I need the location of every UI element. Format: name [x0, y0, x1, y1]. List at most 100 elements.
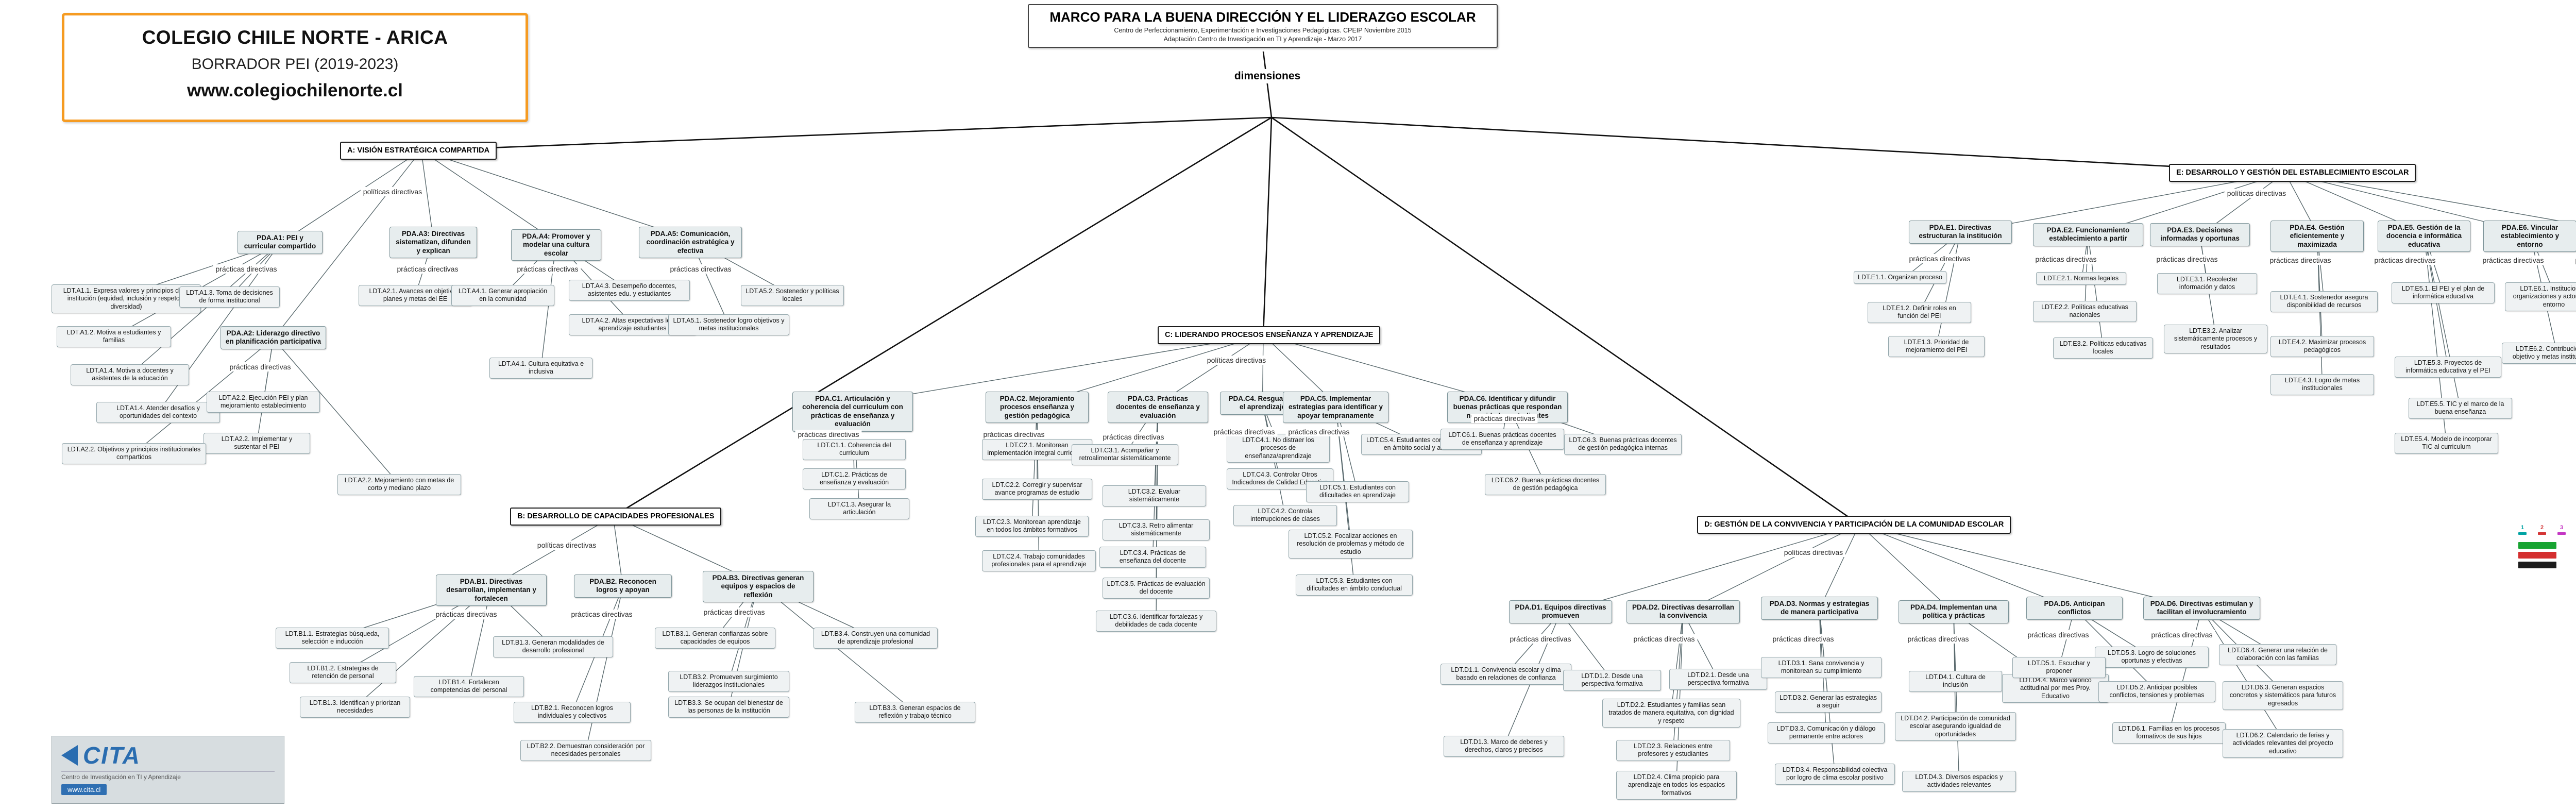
practice-node: LDT.C2.4. Trabajo comunidades profesiona… [982, 550, 1096, 571]
practice-node: LDT.C1.2. Prácticas de enseñanza y evalu… [803, 468, 906, 489]
policies-branch-label: políticas directivas [534, 540, 599, 550]
practice-node: LDT.A5.2. Sostenedor y políticas locales [741, 285, 844, 306]
practice-node: LDT.C5.2. Focalizar acciones en resoluci… [1289, 530, 1413, 559]
practice-node: LDT.A1.2. Motiva a estudiantes y familia… [57, 326, 171, 347]
practice-node: LDT.A1.1. Expresa valores y principios d… [52, 284, 201, 313]
practice-node: LDT.D6.1. Familias en los procesos forma… [2112, 722, 2226, 744]
practice-node: LDT.B1.4. Fortalecen competencias del pe… [414, 676, 524, 697]
dimension-node: A: VISIÓN ESTRATÉGICA COMPARTIDA [340, 142, 497, 160]
practice-node: LDT.C4.1. No distraer los procesos de en… [1227, 434, 1330, 463]
practice-node: LDT.C5.1. Estudiantes con dificultades e… [1306, 481, 1409, 502]
policy-node: PDA.A5: Comunicación, coordinación estra… [639, 227, 742, 259]
practices-branch-label: prácticas directivas [1906, 254, 1973, 263]
dimension-node: E: DESARROLLO Y GESTIÓN DEL ESTABLECIMIE… [2169, 164, 2416, 182]
policy-node: PDA.C3. Prácticas docentes de enseñanza … [1108, 392, 1208, 424]
practice-node: LDT.E3.2. Políticas educativas locales [2053, 337, 2153, 359]
footer-logo-panel: CITA Centro de Investigación en TI y Apr… [52, 736, 284, 804]
practices-branch-label: prácticas directivas [1100, 432, 1167, 442]
practice-node: LDT.E5.5. TIC y el marco de la buena ens… [2409, 398, 2512, 419]
practice-node: LDT.A2.2. Objetivos y principios institu… [62, 443, 206, 464]
practice-node: LDT.B3.4. Construyen una comunidad de ap… [814, 628, 938, 649]
practice-node: LDT.D2.3. Relaciones entre profesores y … [1616, 740, 1730, 761]
practice-node: LDT.B1.1. Estrategias búsqueda, selecció… [276, 628, 389, 649]
policy-node: PDA.D5. Anticipan conflictos [2026, 597, 2123, 620]
legend-item-label: 2 [2540, 525, 2544, 531]
practice-node: LDT.D4.3. Diversos espacios y actividade… [1902, 771, 2016, 792]
school-doc-title: BORRADOR PEI (2019-2023) [191, 56, 399, 73]
practice-node: LDT.C5.3. Estudiantes con dificultades e… [1296, 575, 1413, 596]
practice-node: LDT.D5.2. Anticipar posibles conflictos,… [2098, 681, 2215, 702]
practices-branch-label: prácticas directivas [1507, 634, 1574, 644]
practice-node: LDT.C6.2. Buenas prácticas docentes de g… [1485, 474, 1606, 495]
policies-branch-label: políticas directivas [1204, 356, 1269, 365]
practice-node: LDT.C1.1. Coherencia del curriculum [803, 439, 906, 460]
policy-node: PDA.A2: Liderazgo directivo en planifica… [221, 326, 326, 349]
practice-node: LDT.D4.1. Cultura de inclusión [1909, 671, 2002, 692]
policy-node: PDA.C1. Articulación y coherencia del cu… [792, 392, 913, 432]
practice-node: LDT.D1.3. Marco de deberes y derechos, c… [1444, 736, 1564, 757]
color-legend: 1 2 3 [2518, 525, 2566, 568]
practice-node: LDT.E5.4. Modelo de incorporar TIC al cu… [2395, 433, 2498, 454]
policy-node: PDA.A3: Directivas sistematizan, difunde… [389, 227, 477, 259]
legend-item-label: 3 [2560, 525, 2564, 531]
practice-node: LDT.E3.2. Analizar sistemáticamente proc… [2164, 325, 2267, 353]
policy-node: PDA.E5. Gestión de la docencia e informá… [2378, 221, 2470, 252]
legend-item: 1 [2518, 525, 2527, 535]
practice-node: LDT.D4.2. Participación de comunidad esc… [1895, 712, 2016, 741]
practice-node: LDT.C2.3. Monitorean aprendizaje en todo… [975, 516, 1089, 537]
practice-node: LDT.A2.2. Implementar y sustentar el PEI [204, 433, 310, 454]
policy-node: PDA.B1. Directivas desarrollan, implemen… [436, 575, 547, 606]
practice-node: LDT.E6.2. Contribución logro objetivo y … [2502, 343, 2576, 364]
practice-node: LDT.C3.4. Prácticas de enseñanza del doc… [1099, 547, 1206, 568]
practice-node: LDT.C3.3. Retro alimentar sistemáticamen… [1103, 519, 1210, 540]
policies-branch-label: políticas directivas [360, 187, 425, 196]
practice-node: LDT.E1.1. Organizan proceso [1854, 271, 1946, 284]
policy-node: PDA.B3. Directivas generan equipos y esp… [703, 571, 814, 603]
practice-node: LDT.D6.3. Generan espacios concretos y s… [2223, 681, 2343, 710]
practice-node: LDT.C3.2. Evaluar sistemáticamente [1103, 485, 1206, 506]
practices-branch-label: prácticas directivas [2267, 256, 2334, 265]
practice-node: LDT.C3.6. Identificar fortalezas y debil… [1096, 611, 1216, 632]
school-card: COLEGIO CHILE NORTE - ARICA BORRADOR PEI… [62, 13, 528, 122]
practice-node: LDT.E4.1. Sostenedor asegura disponibili… [2270, 291, 2378, 312]
practices-branch-label: prácticas directivas [1211, 427, 1278, 436]
map-subtitle-2: Adaptación Centro de Investigación en TI… [1163, 36, 1362, 43]
practices-branch-label: prácticas directivas [2148, 630, 2215, 639]
policy-node: PDA.E1. Directivas estructuran la instit… [1909, 221, 2012, 244]
practice-node: LDT.B1.3. Generan modalidades de desarro… [493, 636, 613, 657]
practice-node: LDT.A1.4. Motiva a docentes y asistentes… [71, 364, 189, 385]
practice-node: LDT.D2.2. Estudiantes y familias sean tr… [1602, 699, 1740, 728]
policy-node: PDA.D4. Implementan una política y práct… [1899, 600, 2009, 623]
practice-node: LDT.E4.2. Maximizar procesos pedagógicos [2270, 336, 2374, 357]
practice-node: LDT.D4.4. Marco valórico actitudinal por… [2002, 674, 2109, 703]
policies-branch-label: políticas directivas [2224, 189, 2289, 198]
practice-node: LDT.D6.4. Generar una relación de colabo… [2219, 644, 2336, 665]
practices-branch-label: prácticas directivas [667, 264, 734, 274]
policy-node: PDA.D6. Directivas estimulan y facilitan… [2143, 597, 2260, 620]
practice-node: LDT.C1.3. Asegurar la articulación [809, 498, 909, 519]
practice-node: LDT.D3.4. Responsabilidad colectiva por … [1775, 764, 1895, 785]
policy-node: PDA.E4. Gestión eficientemente y maximiz… [2270, 221, 2364, 252]
school-name: COLEGIO CHILE NORTE - ARICA [142, 27, 448, 48]
practice-node: LDT.A4.3. Desempeño docentes, asistentes… [569, 280, 690, 301]
practices-branch-label: prácticas directivas [1631, 634, 1698, 644]
legend-swatch [2538, 532, 2546, 535]
policy-node: PDA.E2. Funcionamiento establecimiento a… [2033, 223, 2143, 246]
practices-branch-label: prácticas directivas [1770, 634, 1837, 644]
practice-node: LDT.D6.2. Calendario de ferias y activid… [2223, 729, 2343, 758]
policy-node: PDA.E6. Vincular establecimiento y entor… [2483, 221, 2576, 252]
practice-node: LDT.C3.5. Prácticas de evaluación del do… [1103, 578, 1210, 599]
practice-node: LDT.C2.2. Corregir y supervisar avance p… [982, 479, 1092, 500]
policy-node: PDA.C2. Mejoramiento procesos enseñanza … [986, 392, 1089, 424]
practices-branch-label: prácticas directivas [2025, 630, 2092, 639]
practice-node: LDT.D3.3. Comunicación y diálogo permane… [1768, 722, 1885, 744]
practice-node: LDT.A2.2. Ejecución PEI y plan mejoramie… [207, 392, 320, 413]
practices-branch-label: prácticas directivas [568, 610, 635, 619]
legend-items: 1 2 3 [2518, 525, 2566, 535]
practice-node: LDT.A2.2. Mejoramiento con metas de cort… [337, 474, 461, 495]
practices-branch-label: prácticas directivas [2154, 255, 2221, 264]
policy-node: PDA.D3. Normas y estrategias de manera p… [1761, 597, 1878, 620]
practice-node: LDT.D5.3. Logro de soluciones oportunas … [2095, 647, 2209, 668]
